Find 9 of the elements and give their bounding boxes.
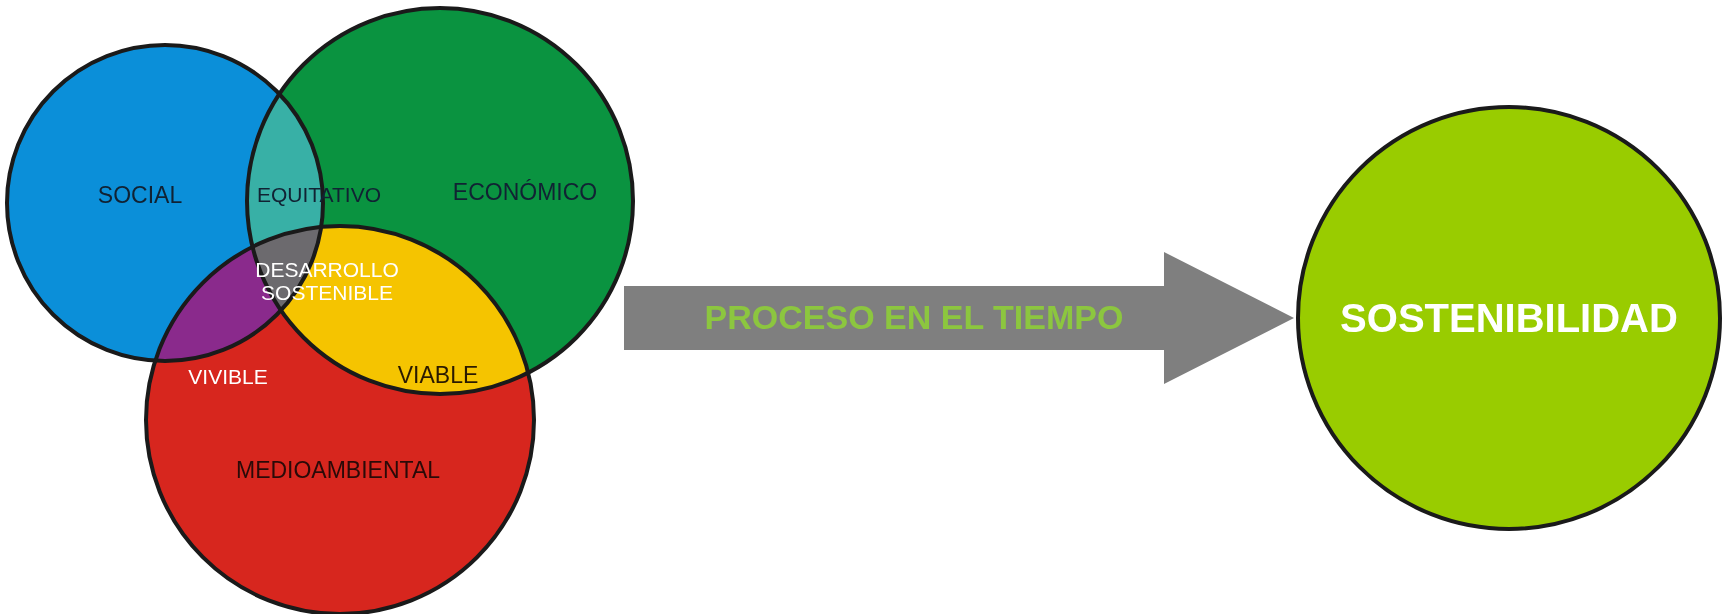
circle [1298, 107, 1720, 529]
region-label: VIVIBLE [188, 365, 268, 389]
region-label: SOSTENIBILIDAD [1340, 296, 1678, 340]
region-label: ECONÓMICO [452, 180, 598, 206]
region-label: SOCIAL [97, 183, 183, 209]
region-label: VIABLE [397, 363, 479, 389]
region-label: MEDIOAMBIENTAL [236, 458, 440, 484]
block-arrow [624, 252, 1294, 384]
edge-label: PROCESO EN EL TIEMPO [704, 299, 1124, 337]
